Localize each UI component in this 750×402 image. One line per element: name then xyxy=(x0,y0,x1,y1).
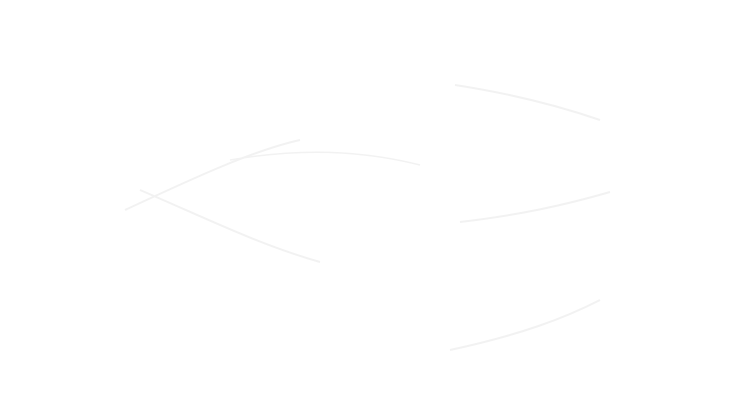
swoosh-line xyxy=(454,84,601,121)
swoosh-line xyxy=(459,191,611,223)
swoosh-line xyxy=(229,151,421,166)
swoosh-line xyxy=(124,139,301,211)
swoosh-line xyxy=(139,189,321,263)
swoosh-line xyxy=(449,299,601,351)
